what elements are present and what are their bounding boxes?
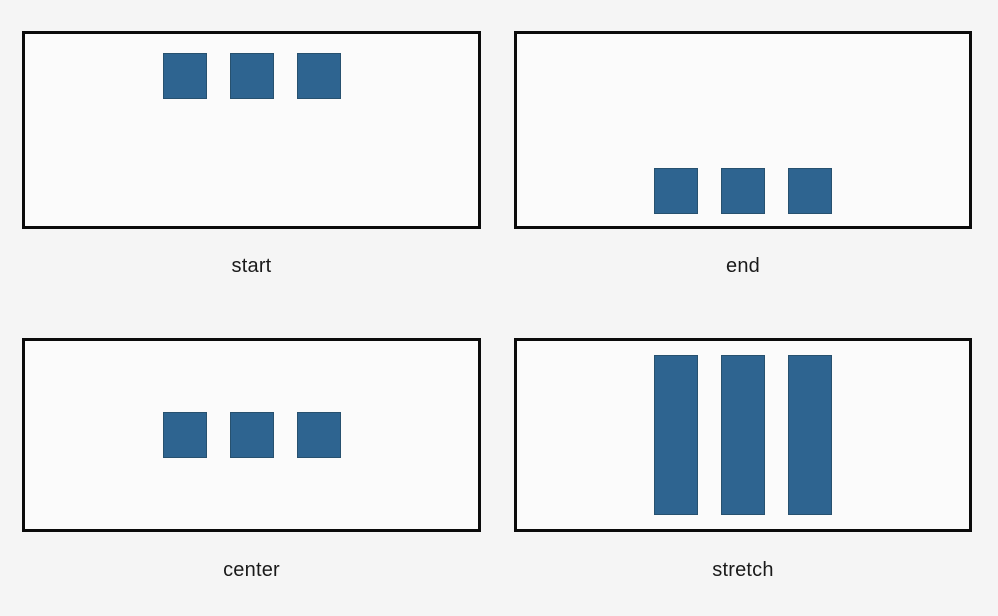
- flex-item: [229, 53, 274, 99]
- flex-item: [296, 412, 341, 458]
- flex-item: [654, 355, 698, 515]
- demo-cell-start: [22, 31, 481, 229]
- flex-item: [788, 168, 832, 214]
- flex-container-center: [22, 338, 481, 532]
- flex-item: [654, 168, 698, 214]
- demo-caption-stretch: stretch: [712, 559, 774, 581]
- demo-cell-stretch: [514, 338, 972, 532]
- flex-item: [788, 355, 832, 515]
- demo-cell-end: [514, 31, 972, 229]
- demo-caption-center: center: [223, 559, 280, 581]
- flex-item: [162, 53, 207, 99]
- flex-container-stretch: [514, 338, 972, 532]
- demo-caption-end: end: [726, 255, 760, 277]
- flex-item: [296, 53, 341, 99]
- flex-item: [721, 168, 765, 214]
- flex-item: [229, 412, 274, 458]
- demo-caption-start: start: [231, 255, 272, 277]
- demo-cell-center: [22, 338, 481, 532]
- flex-item: [721, 355, 765, 515]
- flex-item: [162, 412, 207, 458]
- flex-container-end: [514, 31, 972, 229]
- flex-container-start: [22, 31, 481, 229]
